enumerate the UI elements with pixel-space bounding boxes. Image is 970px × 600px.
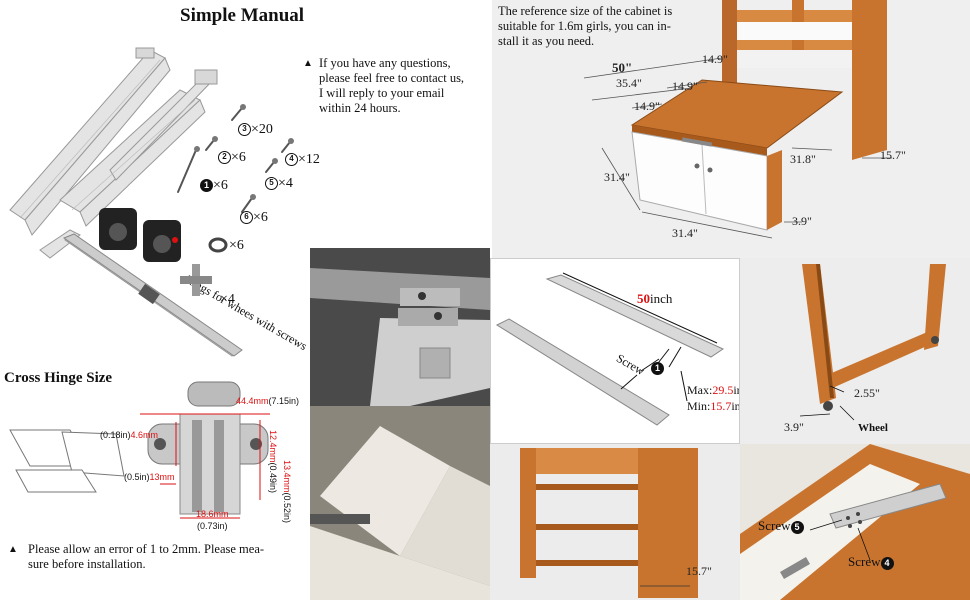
number-5-icon: 5	[265, 177, 278, 191]
wheel-dim-3-9: 3.9"	[784, 420, 804, 434]
screws-illustration	[177, 104, 294, 213]
dim-14-9-mid: 14.9"	[672, 79, 698, 93]
dim-3-9: 3.9"	[792, 214, 812, 228]
wheel-drawing	[799, 264, 946, 421]
rail-max: Max:29.5in	[687, 383, 739, 397]
number-3-icon: 3	[238, 123, 251, 137]
rail-drawing	[495, 272, 725, 426]
dim-35-4: 35.4"	[616, 76, 642, 90]
number-1-icon: 1	[200, 179, 213, 193]
dim-31-8: 31.8"	[790, 152, 816, 166]
ring-qty: ×6	[229, 238, 244, 253]
folded-sheet-illustration	[9, 429, 125, 493]
rail-min: Min:15.7in	[687, 399, 740, 413]
dim-15-7: 15.7"	[880, 148, 906, 162]
hinge-dim-height-a: 12.4mm(0.49in)	[268, 430, 278, 494]
wheel-dim-2-55: 2.55"	[854, 386, 880, 400]
triangle-icon: ▲	[8, 544, 18, 555]
slide-rail-photo	[310, 248, 490, 406]
hinge-dim-width: 44.4mm(7.15in)	[236, 396, 300, 406]
manual-panel: Simple Manual	[0, 0, 490, 368]
hinge-dim-bottom: 18.6mm(0.73in)	[196, 509, 229, 531]
hinge-dim-depth: (0.18in)4.6mm	[100, 430, 159, 440]
hinge-dim-height-b: 13.4mm(0.52in)	[282, 460, 292, 524]
rail-panel: 50inch Screw 1 Max:29.5in Min:15.7in	[490, 258, 740, 444]
wheel-panel: 2.55" 3.9" Wheel	[740, 258, 970, 444]
rail-length: 50inch	[637, 291, 673, 306]
bar-illustration	[62, 233, 243, 357]
number-6-icon: 6	[240, 211, 253, 225]
dim-31-4-width: 31.4"	[672, 226, 698, 240]
dim-50: 50"	[612, 60, 633, 75]
number-1-icon: 1	[651, 361, 664, 375]
part-3: 3×20	[238, 122, 273, 138]
shelf-dim-15-7: 15.7"	[686, 564, 712, 578]
wheels-illustration	[99, 208, 181, 262]
rail-screw-num: 1	[651, 359, 664, 377]
part-6: 6×6	[240, 210, 268, 226]
shelf-drawing	[520, 448, 698, 598]
part-1: 1×6	[200, 178, 228, 194]
part-5: 5×4	[265, 176, 293, 192]
folded-desk-photo	[310, 406, 490, 600]
screw-closeup-drawing	[740, 444, 970, 600]
hinge-title: Cross Hinge Size	[4, 370, 113, 386]
cabinet-panel: The reference size of the cabinet is sui…	[490, 0, 970, 258]
number-5-icon: 5	[790, 520, 804, 534]
part-2: 2×6	[218, 150, 246, 166]
contact-notice: ▲ If you have any questions, please feel…	[303, 56, 465, 115]
ring-icon	[208, 237, 228, 253]
wheel-label: Wheel	[858, 422, 888, 434]
number-2-icon: 2	[218, 151, 231, 165]
part-4: 4×12	[285, 152, 320, 168]
cross-connector-icon	[180, 264, 212, 296]
hinge-panel: Cross Hinge Size 44.4mm(7.15in) (0.18in)…	[0, 368, 310, 600]
rail-photo-drawing	[310, 248, 490, 406]
cabinet-note: The reference size of the cabinet is sui…	[498, 4, 673, 48]
hinge-dim-side: (0.5in)13mm	[124, 472, 175, 482]
dim-14-9-low: 14.9"	[634, 99, 660, 113]
desk-photo-drawing	[310, 406, 490, 600]
shelf-panel: 15.7"	[490, 444, 740, 600]
manual-title: Simple Manual	[180, 5, 305, 26]
cross-hinge-illustration	[140, 381, 270, 519]
number-4-icon: 4	[880, 556, 894, 570]
dim-14-9-top: 14.9"	[702, 52, 728, 66]
number-4-icon: 4	[285, 153, 298, 167]
triangle-icon: ▲	[303, 58, 313, 69]
hinge-warning: ▲ Please allow an error of 1 to 2mm. Ple…	[8, 542, 265, 571]
cross-qty: ×4	[220, 292, 235, 307]
cabinet-drawing	[583, 0, 892, 239]
dim-31-4-height: 31.4"	[604, 170, 630, 184]
